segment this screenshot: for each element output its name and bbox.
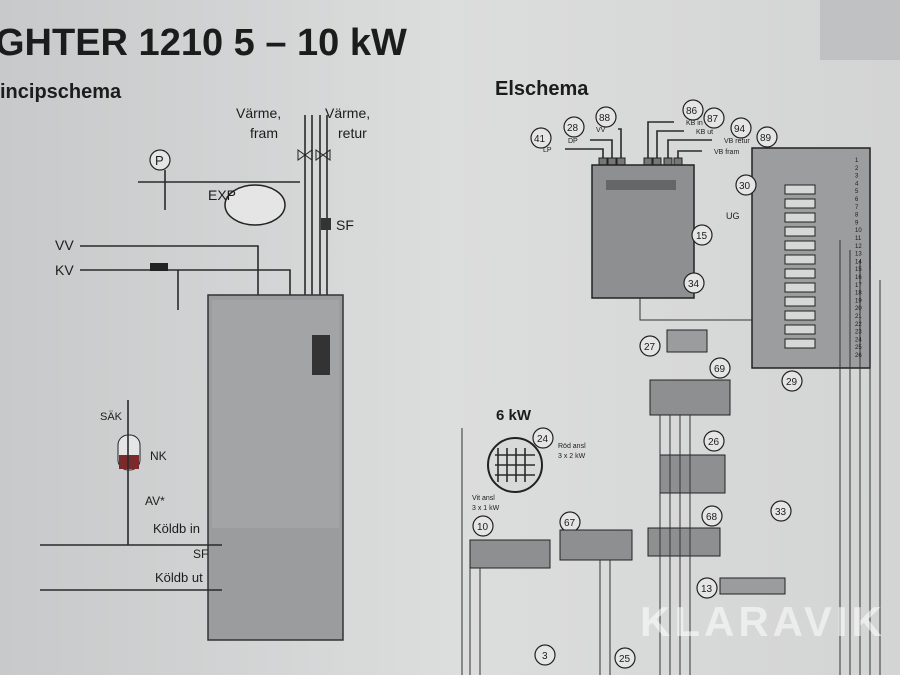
section-title-principle: incipschema [0, 81, 122, 103]
ref-29: 29 [786, 377, 798, 388]
label-vv: VV [55, 237, 74, 253]
label-rod-kw: 3 x 2 kW [558, 453, 586, 460]
section-title-elschema: Elschema [495, 78, 589, 100]
terminal-number: 9 [855, 220, 859, 226]
sensor-label: VB retur [724, 138, 750, 145]
terminal-number: 23 [855, 330, 862, 336]
terminal-number: 20 [855, 306, 862, 312]
terminal-number: 18 [855, 291, 862, 297]
ref-34: 34 [688, 279, 700, 290]
label-varme-retur: Värme, [325, 105, 370, 121]
terminal-number: 12 [855, 244, 862, 250]
label-retur: retur [338, 125, 367, 141]
ref-27: 27 [644, 342, 656, 353]
ref-10: 10 [477, 522, 489, 533]
terminal-number: 26 [855, 353, 862, 359]
label-sf-bottom: SF [193, 547, 208, 561]
terminal-number: 17 [855, 283, 862, 289]
sensor-ref-89: 89 [760, 133, 772, 144]
label-vit-kw: 3 x 1 kW [472, 505, 500, 512]
terminal-number: 21 [855, 314, 862, 320]
sensor-label: VV [596, 127, 606, 134]
terminal-number: 13 [855, 252, 862, 258]
ref-68: 68 [706, 512, 718, 523]
sensor-label: VB fram [714, 149, 739, 156]
sensor-ref-86: 86 [686, 106, 698, 117]
terminal-number: 10 [855, 228, 862, 234]
label-sf-top: SF [336, 217, 354, 233]
terminal-number: 24 [855, 337, 862, 343]
terminal-number: 3 [855, 174, 859, 180]
ref-24: 24 [537, 434, 549, 445]
ref-13: 13 [701, 584, 713, 595]
label-koldb-ut: Köldb ut [155, 570, 203, 585]
label-vit-ansl: Vit ansl [472, 495, 495, 502]
label-rod-ansl: Röd ansl [558, 443, 586, 450]
label-nk: NK [150, 449, 167, 463]
ref-15: 15 [696, 231, 708, 242]
terminal-number: 15 [855, 267, 862, 273]
label-ug: UG [726, 211, 740, 221]
ref-25: 25 [619, 654, 631, 665]
ref-3: 3 [542, 651, 548, 662]
sensor-label: KB in [686, 120, 703, 127]
ref-30: 30 [739, 181, 751, 192]
ref-33: 33 [775, 507, 787, 518]
label-varme-fram: Värme, [236, 105, 281, 121]
terminal-number: 11 [855, 236, 862, 242]
label-exp: EXP [208, 187, 236, 203]
label-pressure: P [155, 153, 164, 168]
sensor-ref-28: 28 [567, 123, 579, 134]
sensor-label: KB ut [696, 129, 713, 136]
terminal-number: 8 [855, 213, 859, 219]
label-av: AV* [145, 494, 165, 508]
sensor-ref-87: 87 [707, 114, 719, 125]
terminal-number: 7 [855, 205, 859, 211]
sensor-ref-94: 94 [734, 124, 746, 135]
terminal-number: 1 [855, 158, 859, 164]
terminal-number: 25 [855, 345, 862, 351]
terminal-number: 4 [855, 181, 859, 187]
principle-diagram: Värme, fram Värme, retur SF P EXP VV KV … [40, 105, 370, 641]
sensor-ref-41: 41 [534, 134, 546, 145]
terminal-number: 22 [855, 322, 862, 328]
sensor-ref-88: 88 [599, 113, 611, 124]
sensor-label: LP [543, 147, 552, 154]
ref-67: 67 [564, 518, 576, 529]
terminal-number: 16 [855, 275, 862, 281]
terminal-number: 2 [855, 166, 859, 172]
label-kv: KV [55, 262, 74, 278]
label-fram: fram [250, 125, 278, 141]
poster-title: GHTER 1210 5 – 10 kW [0, 22, 407, 64]
watermark: KLARAVIK [640, 598, 886, 645]
ref-26: 26 [708, 437, 720, 448]
ref-69: 69 [714, 364, 726, 375]
terminal-number: 19 [855, 298, 862, 304]
sensor-label: DP [568, 138, 578, 145]
label-koldb-in: Köldb in [153, 521, 200, 536]
heater-title: 6 kW [496, 407, 532, 424]
terminal-number: 5 [855, 189, 859, 195]
label-sak: SÄK [100, 411, 123, 423]
terminal-number: 6 [855, 197, 859, 203]
terminal-number: 14 [855, 259, 862, 265]
